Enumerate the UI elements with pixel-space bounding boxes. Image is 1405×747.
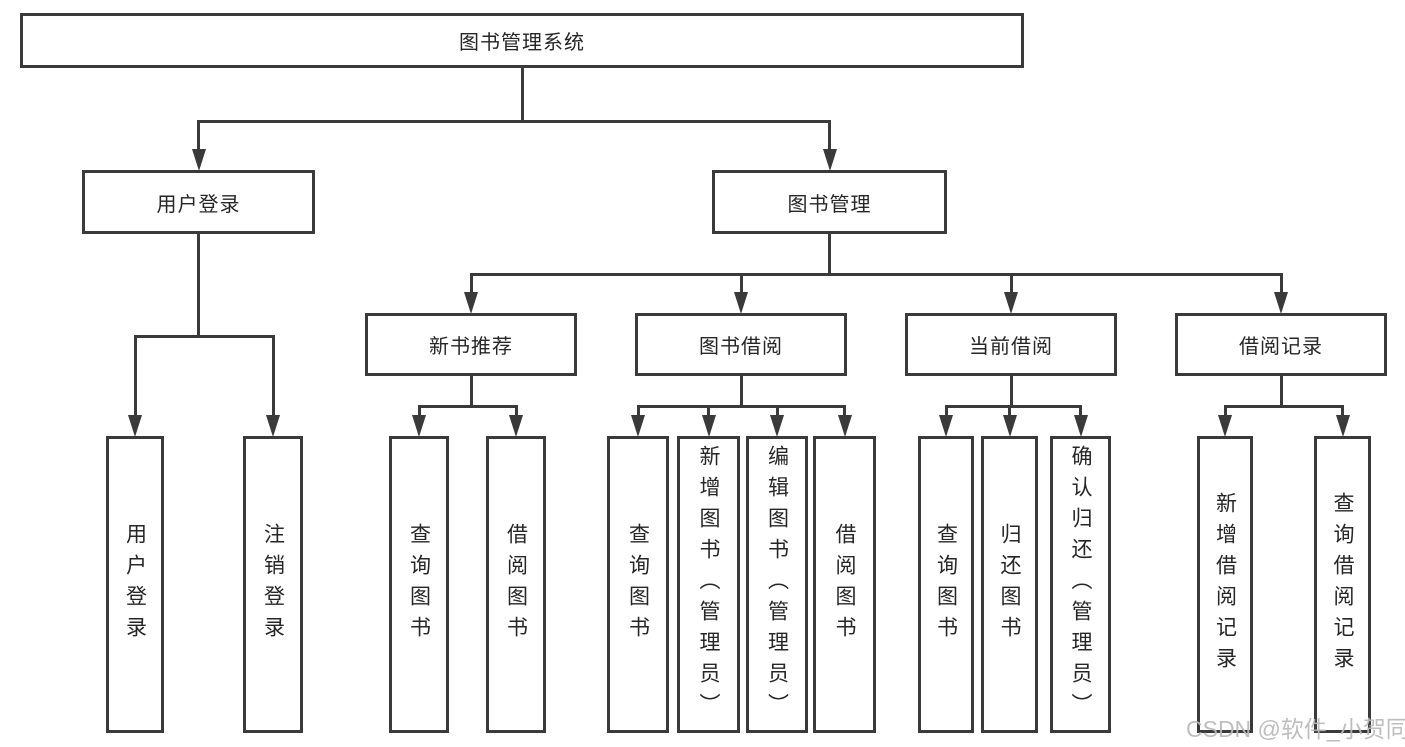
connector-stem [520,67,524,123]
connector-arrow-down [1073,415,1088,437]
connector-stem [1279,375,1283,408]
node-nbr-query-label: 查询图书 [407,522,431,647]
node-new-book-rec-label: 新书推荐 [429,336,513,358]
node-nbr-borrow: 借阅图书 [486,436,546,733]
connector-bus [1223,405,1344,408]
connector-arrow-down [939,415,953,437]
connector-arrow-down [1218,415,1232,437]
connector-drop [739,273,743,297]
connector-drop [636,405,640,420]
connector-arrow-down [734,292,748,314]
connector-arrow-down [412,415,426,437]
node-bb-edit: 编辑图书（管理员） [746,436,808,733]
connector-arrow-down [464,292,478,314]
connector-drop [197,120,200,154]
connector-drop [1223,405,1227,420]
node-user-login-leaf: 用户登录 [106,436,164,733]
connector-arrow-down [1335,415,1350,437]
connector-drop [1279,273,1283,297]
node-book-borrow-label: 图书借阅 [699,336,783,358]
connector-drop [707,405,710,420]
connector-bus [944,405,1082,408]
node-current-borrow: 当前借阅 [905,313,1117,376]
node-bb-add: 新增图书（管理员） [677,436,740,733]
connector-arrow-down [1274,292,1288,314]
node-user-login-leaf-label: 用户登录 [123,522,147,647]
connector-arrow-down [822,149,837,171]
node-borrow-records-label: 借阅记录 [1239,336,1323,358]
connector-drop [1079,405,1082,420]
connector-stem [828,233,831,276]
connector-stem [469,375,473,408]
connector-drop [271,335,275,420]
connector-bus [636,405,846,408]
node-book-mgmt-label: 图书管理 [787,193,872,216]
node-book-mgmt: 图书管理 [712,170,947,234]
connector-bus [417,405,518,408]
node-root: 图书管理系统 [20,13,1024,68]
connector-drop [828,120,831,154]
connector-drop [1009,273,1013,297]
node-root-label: 图书管理系统 [459,32,585,54]
connector-stem [197,233,200,338]
connector-drop [1008,405,1011,420]
connector-stem [1009,375,1013,408]
connector-bus [469,273,1283,276]
connector-drop [843,405,846,420]
csdn-watermark: CSDN @软件_小贺同学 [1186,716,1405,742]
connector-bus [133,335,275,338]
node-bb-borrow: 借阅图书 [813,436,876,733]
connector-arrow-down [770,415,784,437]
connector-drop [1341,405,1344,420]
node-nbr-query: 查询图书 [389,436,449,733]
node-cb-return-label: 归还图书 [998,522,1021,647]
node-br-query: 查询借阅记录 [1314,436,1371,733]
connector-arrow-down [266,415,280,437]
connector-drop [944,405,948,420]
connector-arrow-down [631,415,645,437]
connector-bus [197,120,831,123]
connector-arrow-down [128,415,142,437]
connector-arrow-down [191,149,206,171]
node-bb-edit-label: 编辑图书（管理员） [765,445,789,724]
connector-arrow-down [1002,415,1017,437]
node-bb-add-label: 新增图书（管理员） [697,445,720,724]
node-bb-query: 查询图书 [607,436,669,733]
node-book-borrow: 图书借阅 [635,313,847,376]
connector-drop [417,405,421,420]
connector-stem [739,375,743,408]
connector-drop [133,335,137,420]
connector-arrow-down [837,415,852,437]
node-cb-query: 查询图书 [918,436,974,733]
connector-arrow-down [509,415,523,437]
node-logout-leaf: 注销登录 [243,436,303,733]
node-cb-confirm-label: 确认归还（管理员） [1069,445,1092,724]
node-bb-borrow-label: 借阅图书 [833,522,856,647]
node-cb-query-label: 查询图书 [934,522,958,647]
node-user-login: 用户登录 [82,170,315,234]
node-cb-confirm: 确认归还（管理员） [1050,436,1111,733]
node-bb-query-label: 查询图书 [626,522,650,647]
connector-drop [775,405,779,420]
node-new-book-rec: 新书推荐 [365,313,577,376]
connector-arrow-down [1004,292,1018,314]
node-user-login-label: 用户登录 [156,193,241,216]
node-br-add-label: 新增借阅记录 [1213,491,1237,678]
node-br-query-label: 查询借阅记录 [1331,491,1354,678]
node-nbr-borrow-label: 借阅图书 [504,522,528,647]
connector-arrow-down [701,415,716,437]
connector-drop [469,273,473,297]
node-borrow-records: 借阅记录 [1175,313,1387,376]
node-logout-leaf-label: 注销登录 [261,522,285,647]
connector-drop [514,405,518,420]
node-br-add: 新增借阅记录 [1197,436,1253,733]
node-current-borrow-label: 当前借阅 [969,336,1053,358]
node-cb-return: 归还图书 [981,436,1038,733]
